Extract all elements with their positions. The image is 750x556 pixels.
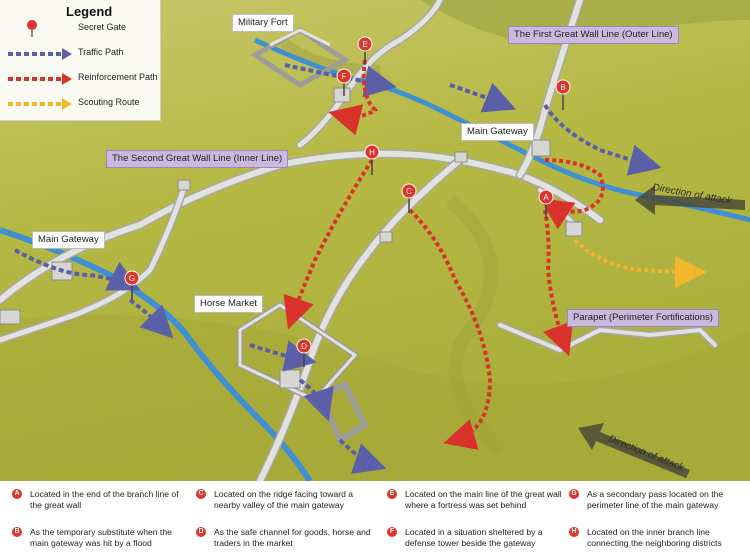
horse-market-walls (237, 301, 369, 445)
badge-g: G (569, 489, 579, 499)
map-canvas: E F B H C A G D (0, 0, 750, 481)
legend-label-reinforcement-path: Reinforcement Path (78, 72, 158, 82)
traffic-paths (14, 63, 662, 474)
gate-pins: E F B H C A G D (124, 36, 571, 367)
pin-icon (27, 20, 37, 37)
badge-f: F (387, 527, 397, 537)
badge-b: B (12, 527, 22, 537)
river-south (0, 227, 313, 481)
badge-d: D (196, 527, 206, 537)
gate-pin-c: C (401, 183, 417, 213)
gate-pin-b: B (555, 79, 571, 110)
note-h-text: Located on the inner branch line connect… (587, 527, 722, 548)
badge-c: C (196, 489, 206, 499)
gate-e-letter: E (362, 40, 367, 49)
label-horse-market: Horse Market (194, 295, 264, 313)
legend-label-secret-gate: Secret Gate (78, 22, 127, 32)
attack-arrow-south (578, 423, 690, 478)
note-g-text: As a secondary pass located on the perim… (587, 489, 724, 510)
gate-a-letter: A (543, 193, 549, 202)
terrain-lower (0, 315, 750, 481)
legend-item-secret-gate: Secret Gate (0, 20, 160, 38)
gate-c-letter: C (406, 187, 412, 196)
label-military-fort: Military Fort (232, 14, 294, 32)
gate-b-letter: B (560, 83, 565, 92)
legend-title: Legend (66, 4, 113, 19)
gate-pin-e: E (357, 36, 373, 65)
note-f-text: Located in a situation sheltered by a de… (405, 527, 543, 548)
red-dashed-arrow-icon (8, 73, 72, 85)
gate-pin-g: G (124, 270, 140, 300)
gate-pin-d: D (296, 338, 312, 367)
badge-a: A (12, 489, 22, 499)
label-second-great-wall-line: The Second Great Wall Line (Inner Line) (106, 150, 289, 168)
gate-pin-a: A (538, 189, 554, 218)
blue-dashed-arrow-icon (8, 48, 72, 60)
label-main-gateway-east: Main Gateway (461, 123, 534, 141)
illustrated-map: E F B H C A G D Military Fort The First … (0, 0, 750, 481)
legend: Legend Secret Gate Traffic Path Reinforc… (0, 0, 161, 121)
yellow-dashed-arrow-icon (8, 98, 72, 110)
legend-label-scouting-route: Scouting Route (78, 97, 140, 107)
note-b-text: As the temporary substitute when the mai… (30, 527, 172, 548)
label-parapet: Parapet (Perimeter Fortifications) (567, 309, 719, 327)
attack-arrow-east (635, 185, 745, 215)
label-main-gateway-west: Main Gateway (32, 231, 105, 249)
legend-label-traffic-path: Traffic Path (78, 47, 124, 57)
note-e-text: Located on the main line of the great wa… (405, 489, 562, 510)
note-c-text: Located on the ridge facing toward a nea… (214, 489, 354, 510)
gate-notes: A Located in the end of the branch line … (0, 481, 750, 556)
badge-e: E (387, 489, 397, 499)
legend-item-traffic-path: Traffic Path (0, 45, 160, 63)
reinforcement-paths (283, 59, 605, 450)
gate-pin-f: F (336, 68, 352, 96)
badge-h: H (569, 527, 579, 537)
note-a-text: Located in the end of the branch line of… (30, 489, 179, 510)
gate-d-letter: D (301, 342, 307, 351)
gate-pin-h: H (364, 144, 380, 175)
legend-item-scouting-route: Scouting Route (0, 95, 160, 113)
scouting-route (573, 238, 707, 288)
military-fort-walls (250, 27, 350, 88)
legend-item-reinforcement-path: Reinforcement Path (0, 70, 160, 88)
label-first-great-wall-line: The First Great Wall Line (Outer Line) (508, 26, 679, 44)
terrain-ridge (420, 0, 750, 45)
gate-f-letter: F (342, 72, 347, 81)
gate-g-letter: G (129, 274, 135, 283)
towers (0, 87, 583, 389)
note-d-text: As the safe channel for goods, horse and… (214, 527, 371, 548)
terrain-ridge-2 (445, 194, 505, 455)
gate-h-letter: H (369, 148, 375, 157)
